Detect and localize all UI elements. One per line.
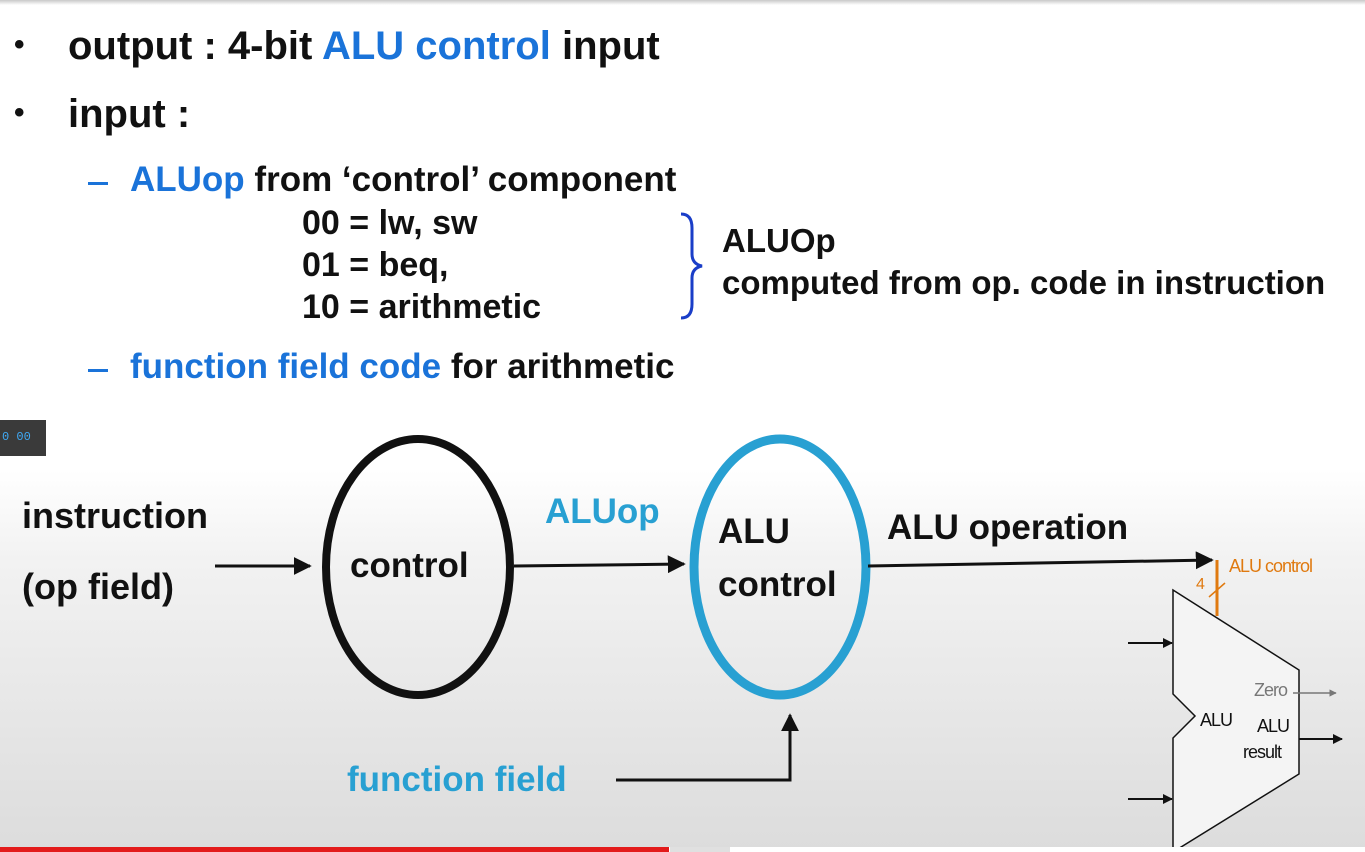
- function-field-label: function field: [347, 760, 567, 799]
- curly-brace: [680, 212, 703, 320]
- arrow-function-field: [616, 713, 799, 782]
- alu-control-label-1: ALU: [718, 512, 790, 551]
- arrow-control-to-alu-control: [513, 555, 686, 574]
- video-progress-buffer: [670, 847, 730, 852]
- sub-item-function-field-rest: for arithmetic: [441, 347, 675, 386]
- alu-block-shape: [1172, 588, 1300, 852]
- bullet-dot: •: [14, 28, 25, 61]
- aluop-arrow-label: ALUop: [545, 492, 660, 531]
- brace-note: computed from op. code in instruction: [722, 264, 1326, 301]
- control-ellipse: [322, 435, 514, 699]
- arrow-alu-operation: [867, 551, 1214, 570]
- video-progress-fill[interactable]: [0, 847, 669, 852]
- alu-block-control-label: ALU control: [1229, 556, 1313, 576]
- aluop-code-10: 10 = arithmetic: [302, 288, 542, 326]
- aluop-code-00: 00 = lw, sw: [302, 204, 478, 242]
- sub-item-aluop-highlight: ALUop: [130, 160, 245, 199]
- bullet-output-text-1: output : 4-bit: [68, 24, 322, 68]
- control-label: control: [350, 546, 469, 585]
- brace-title: ALUOp: [722, 222, 836, 259]
- alu-block-alu-label: ALU: [1200, 710, 1233, 730]
- alu-control-label-2: control: [718, 565, 837, 604]
- alu-control-bus-tick: [1208, 582, 1226, 598]
- sub-dash: [88, 369, 108, 372]
- sub-item-aluop: ALUop from ‘control’ component: [130, 160, 676, 200]
- sub-item-function-field-highlight: function field code: [130, 347, 442, 386]
- alu-block-result-label-1: ALU: [1257, 716, 1290, 736]
- alu-block-bus-width: 4: [1196, 576, 1205, 593]
- bullet-output: output : 4-bit ALU control input: [68, 24, 660, 69]
- sub-item-aluop-rest: from ‘control’ component: [244, 160, 677, 199]
- bullet-input: input :: [68, 92, 191, 136]
- alu-operation-label: ALU operation: [887, 508, 1129, 547]
- input-label-op-field: (op field): [22, 566, 174, 607]
- video-timestamp-badge[interactable]: 0 00: [0, 420, 46, 456]
- input-label-instruction: instruction: [22, 495, 208, 536]
- top-edge: [0, 0, 1365, 5]
- aluop-code-01: 01 = beq,: [302, 246, 449, 284]
- sub-item-function-field: function field code for arithmetic: [130, 347, 675, 387]
- alu-control-ellipse: [689, 434, 871, 700]
- bullet-output-highlight: ALU control: [321, 24, 551, 68]
- bullet-dot: •: [14, 96, 25, 129]
- alu-block-result-label-2: result: [1243, 742, 1282, 762]
- sub-dash: [88, 182, 108, 185]
- video-timestamp-text: 0 00: [2, 430, 31, 444]
- alu-block-zero-label: Zero: [1254, 680, 1288, 700]
- bullet-output-text-2: input: [550, 24, 660, 68]
